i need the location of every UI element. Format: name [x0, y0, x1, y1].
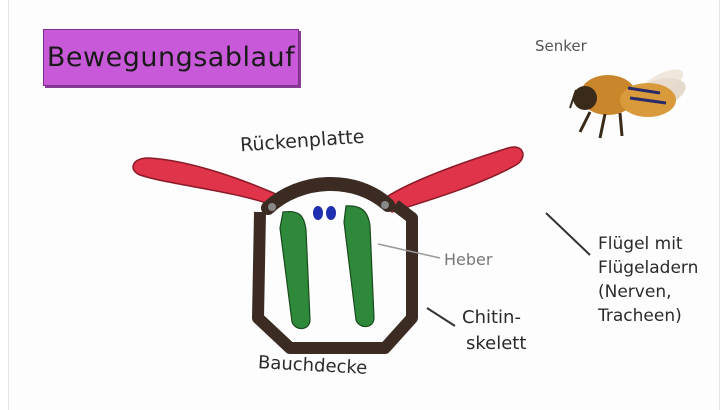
- label-chitin-line: skelett: [462, 331, 526, 357]
- label-fluegel-line: Flügeladern: [598, 256, 698, 280]
- left-wing: [133, 158, 285, 205]
- bee-illustration: [570, 63, 690, 138]
- label-fluegel: Flügel mit Flügeladern (Nerven, Tracheen…: [598, 232, 698, 328]
- right-joint: [381, 201, 389, 209]
- back-plate: [268, 184, 388, 208]
- eye-right: [326, 206, 336, 220]
- chitin-pointer: [427, 308, 455, 326]
- left-joint: [268, 203, 276, 211]
- label-chitin-line: Chitin-: [462, 305, 526, 331]
- label-fluegel-line: Tracheen): [598, 304, 698, 328]
- right-wing: [382, 147, 523, 212]
- left-muscle: [280, 212, 310, 329]
- right-muscle: [344, 206, 374, 327]
- label-fluegel-line: (Nerven,: [598, 280, 698, 304]
- fluegel-pointer: [546, 213, 590, 255]
- label-chitinskelett: Chitin- skelett: [462, 305, 526, 357]
- label-senker: Senker: [535, 37, 587, 55]
- eye-left: [313, 206, 323, 220]
- label-heber: Heber: [444, 250, 492, 269]
- label-fluegel-line: Flügel mit: [598, 232, 698, 256]
